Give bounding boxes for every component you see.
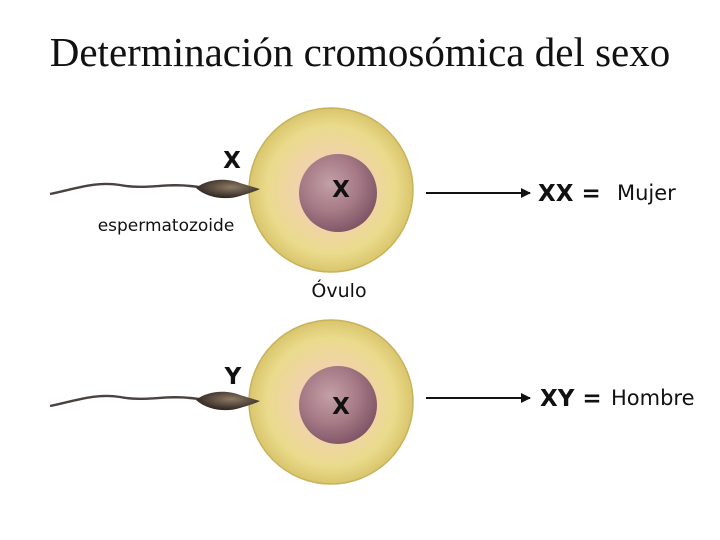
egg-chromosome-bottom: X (332, 394, 350, 420)
egg-label: Óvulo (311, 278, 366, 302)
result-label-bottom: Hombre (611, 386, 695, 410)
sperm-chromosome-bottom: Y (224, 364, 242, 390)
sperm-head-top (196, 179, 260, 199)
egg-nucleus-top (299, 154, 377, 232)
page-title: Determinación cromosómica del sexo (49, 29, 671, 75)
top-fertilization: X X XX = Mujer (49, 107, 676, 273)
bottom-fertilization: X Y XY = Hombre (49, 319, 695, 485)
result-label-top: Mujer (617, 181, 676, 205)
egg-chromosome-top: X (332, 177, 350, 203)
sperm-head-bottom (196, 391, 260, 411)
sperm-chromosome-top: X (223, 148, 241, 174)
sperm-tail-top (49, 182, 213, 196)
egg-nucleus-bottom (299, 366, 377, 444)
result-code-top: XX = (538, 181, 601, 207)
sperm-tail-bottom (49, 394, 213, 408)
result-code-bottom: XY = (540, 386, 602, 412)
sperm-label: espermatozoide (98, 216, 235, 236)
